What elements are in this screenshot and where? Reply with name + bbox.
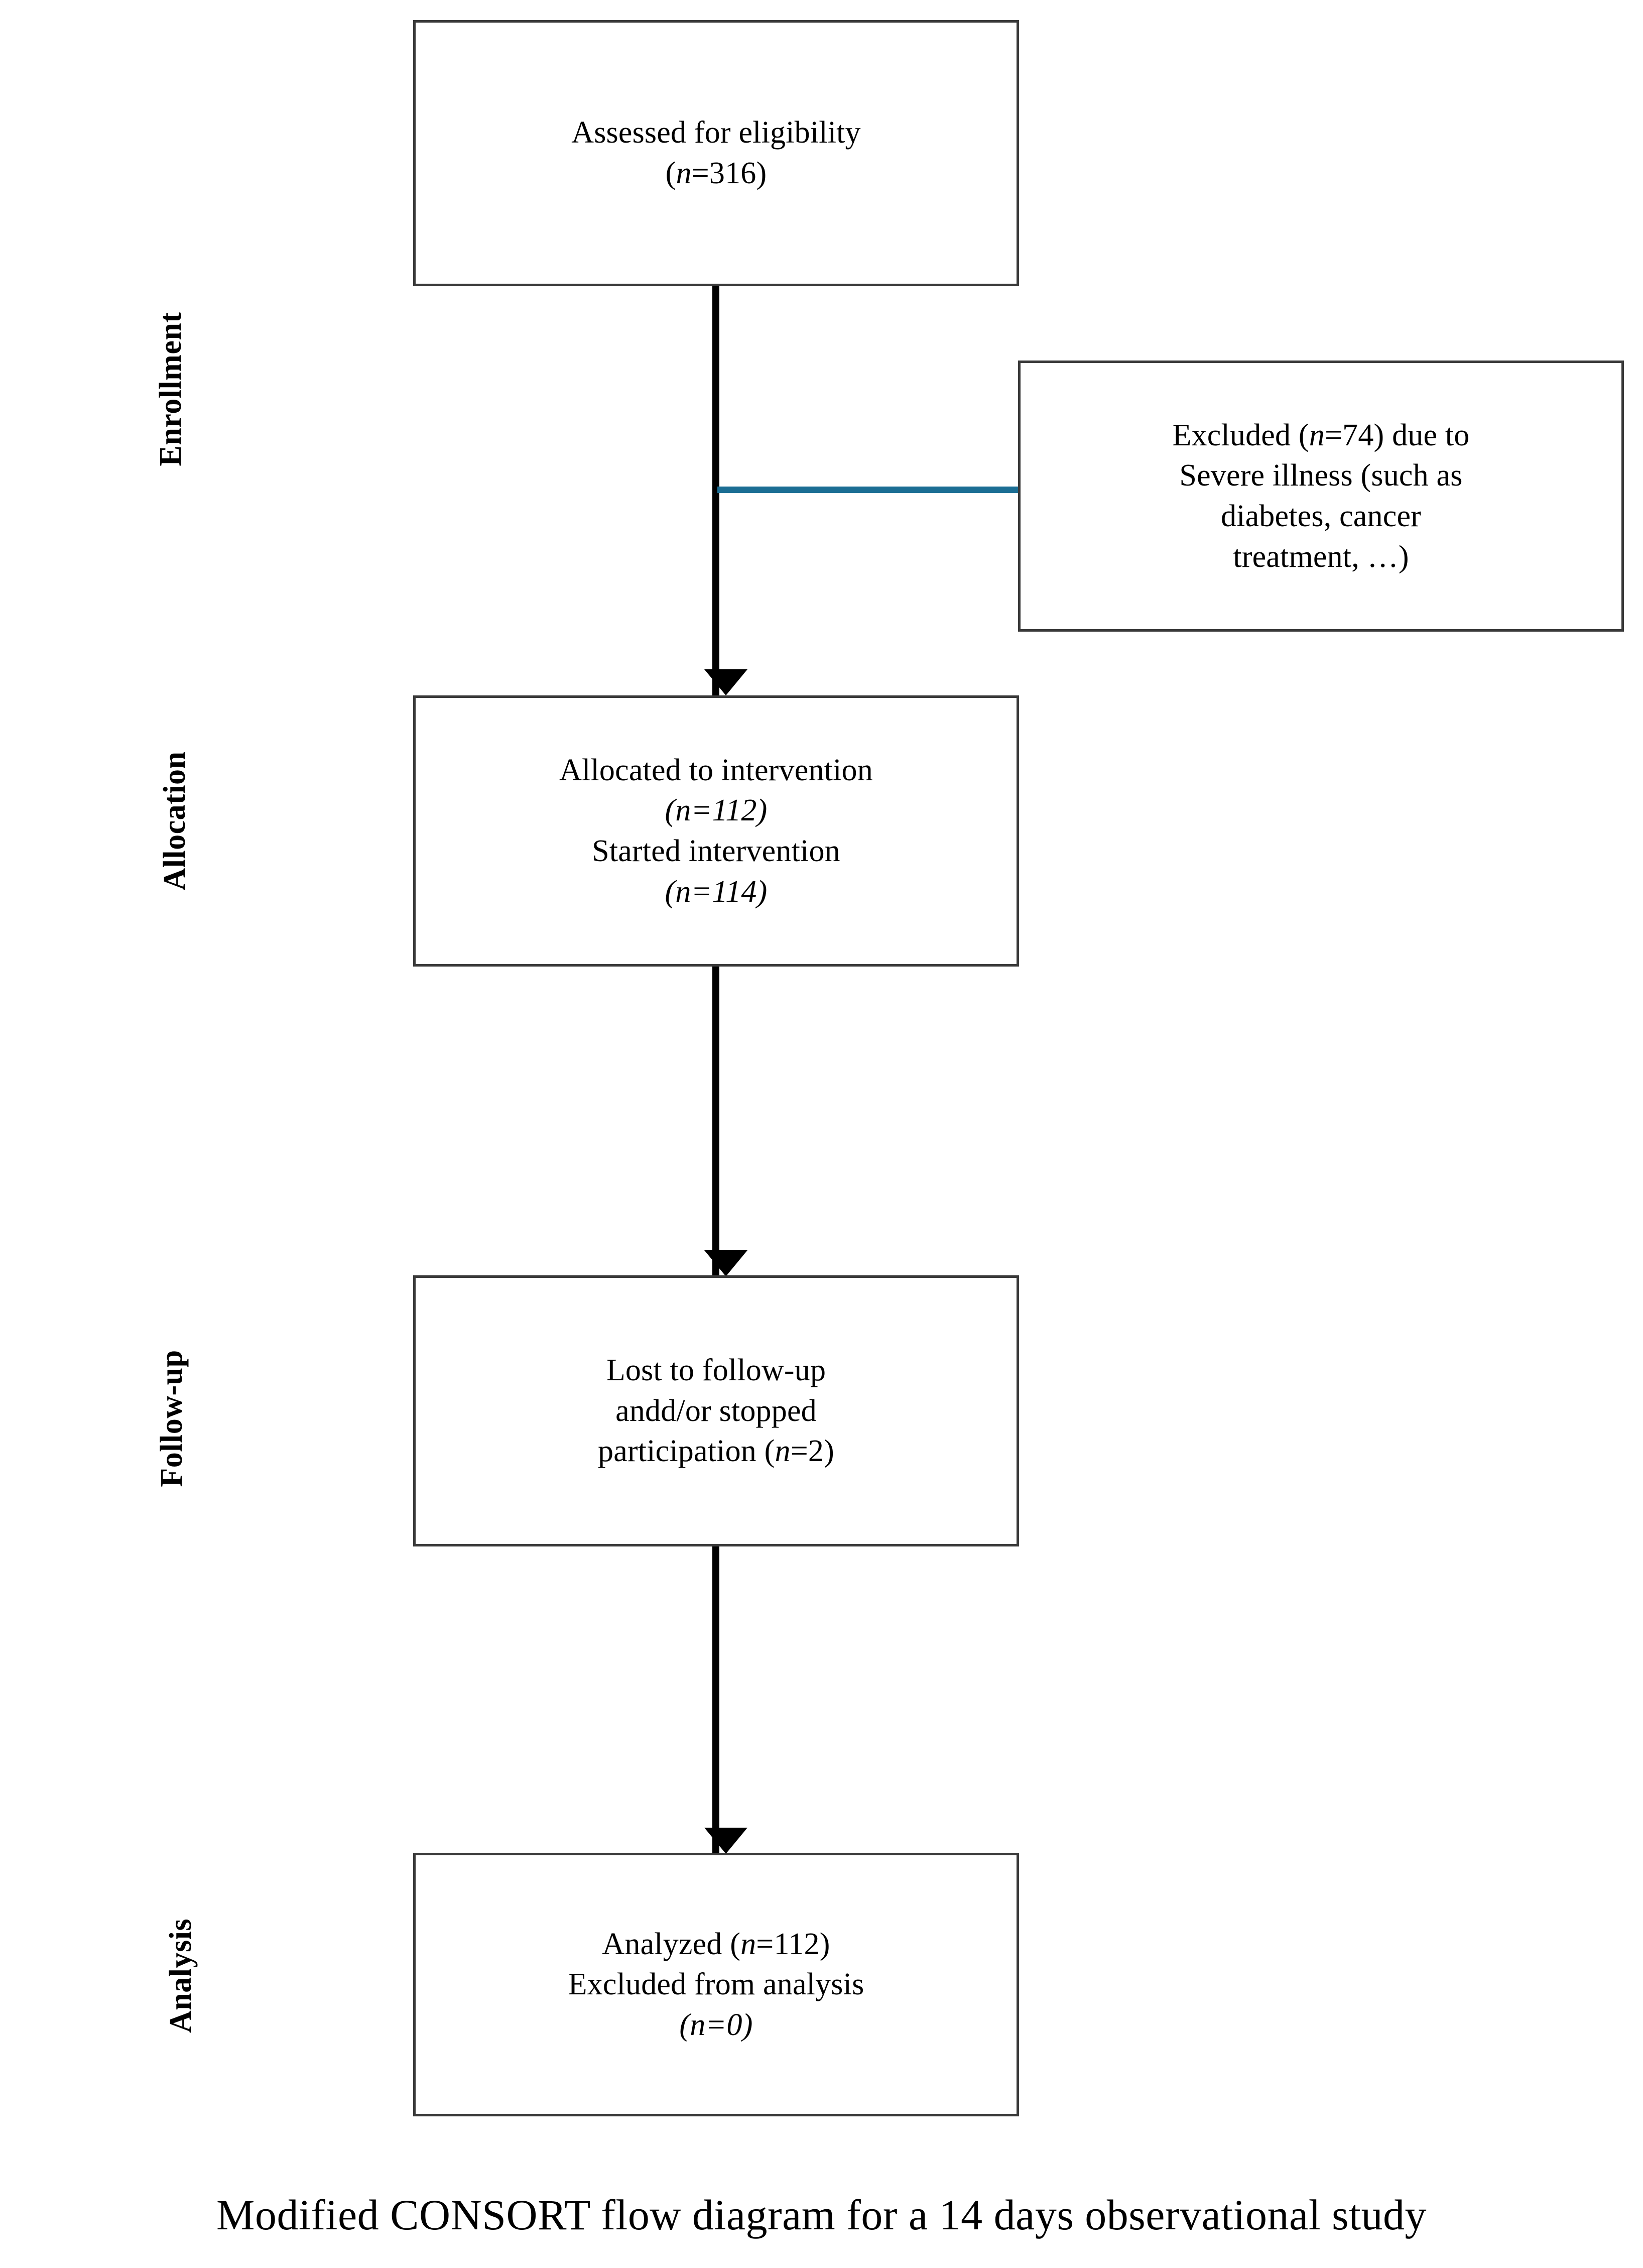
connector-to-excluded-box bbox=[717, 487, 1021, 493]
arrowhead-to-analysis-icon bbox=[704, 1828, 747, 1854]
node-excluded-line4: treatment, …) bbox=[1233, 539, 1409, 574]
arrowhead-to-allocation-icon bbox=[704, 669, 747, 695]
node-eligibility-line1: Assessed for eligibility bbox=[571, 115, 861, 150]
node-followup-line2: andd/or stopped bbox=[615, 1393, 817, 1428]
node-assessed-for-eligibility: Assessed for eligibility (n=316) bbox=[413, 20, 1019, 286]
node-excluded: Excluded (n=74) due to Severe illness (su… bbox=[1018, 361, 1624, 632]
arrowhead-to-followup-icon bbox=[704, 1250, 747, 1276]
node-excluded-line3: diabetes, cancer bbox=[1220, 499, 1422, 533]
node-analysis-line1-b: =112) bbox=[756, 1927, 830, 1961]
stage-label-enrollment: Enrollment bbox=[154, 312, 188, 466]
node-allocated-to-intervention: Allocated to intervention (n=112) Started … bbox=[413, 695, 1019, 967]
node-analysis-n-excluded: (n=0) bbox=[679, 2007, 753, 2042]
node-eligibility-line2-suffix: =316) bbox=[691, 156, 767, 190]
stage-label-allocation: Allocation bbox=[158, 751, 192, 891]
node-followup-line3-a: participation ( bbox=[598, 1434, 775, 1469]
node-eligibility-line2-prefix: ( bbox=[665, 156, 676, 190]
node-followup-line3-b: =2) bbox=[790, 1434, 834, 1469]
node-excluded-text: Excluded (n=74) due to Severe illness (su… bbox=[1157, 415, 1484, 577]
node-followup-line1: Lost to follow-up bbox=[606, 1353, 826, 1388]
node-analysis-line1-a: Analyzed ( bbox=[602, 1927, 741, 1961]
connector-followup-to-analysis bbox=[712, 1546, 719, 1856]
stage-label-analysis: Analysis bbox=[164, 1919, 198, 2033]
node-allocation-text: Allocated to intervention (n=112) Started … bbox=[544, 750, 888, 912]
stage-label-follow-up: Follow-up bbox=[155, 1350, 189, 1487]
node-excluded-line2: Severe illness (such as bbox=[1179, 458, 1463, 493]
node-allocation-line3: Started intervention bbox=[592, 834, 840, 868]
node-followup-n-symbol: n bbox=[775, 1434, 791, 1469]
node-lost-to-follow-up: Lost to follow-up andd/or stopped particip… bbox=[413, 1275, 1019, 1546]
node-excluded-n-symbol: n bbox=[1309, 418, 1325, 452]
node-excluded-line1-a: Excluded ( bbox=[1172, 418, 1309, 452]
node-excluded-line1-b: =74) due to bbox=[1324, 418, 1470, 452]
node-followup-text: Lost to follow-up andd/or stopped particip… bbox=[583, 1350, 849, 1472]
node-allocation-line1: Allocated to intervention bbox=[559, 753, 873, 787]
node-eligibility-text: Assessed for eligibility (n=316) bbox=[556, 112, 876, 193]
connector-eligibility-to-allocation bbox=[712, 286, 719, 698]
diagram-caption: Modified CONSORT flow diagram for a 14 d… bbox=[216, 2191, 1427, 2239]
node-analysis-line2: Excluded from analysis bbox=[568, 1967, 864, 2002]
node-eligibility-n-symbol: n bbox=[676, 156, 692, 190]
node-analyzed: Analyzed (n=112) Excluded from analysis (n… bbox=[413, 1853, 1019, 2116]
node-allocation-n-allocated: (n=112) bbox=[665, 793, 768, 828]
connector-allocation-to-followup bbox=[712, 967, 719, 1279]
node-analysis-text: Analyzed (n=112) Excluded from analysis (n… bbox=[553, 1924, 879, 2046]
node-analysis-n-symbol: n bbox=[740, 1927, 756, 1961]
node-allocation-n-started: (n=114) bbox=[665, 874, 768, 909]
